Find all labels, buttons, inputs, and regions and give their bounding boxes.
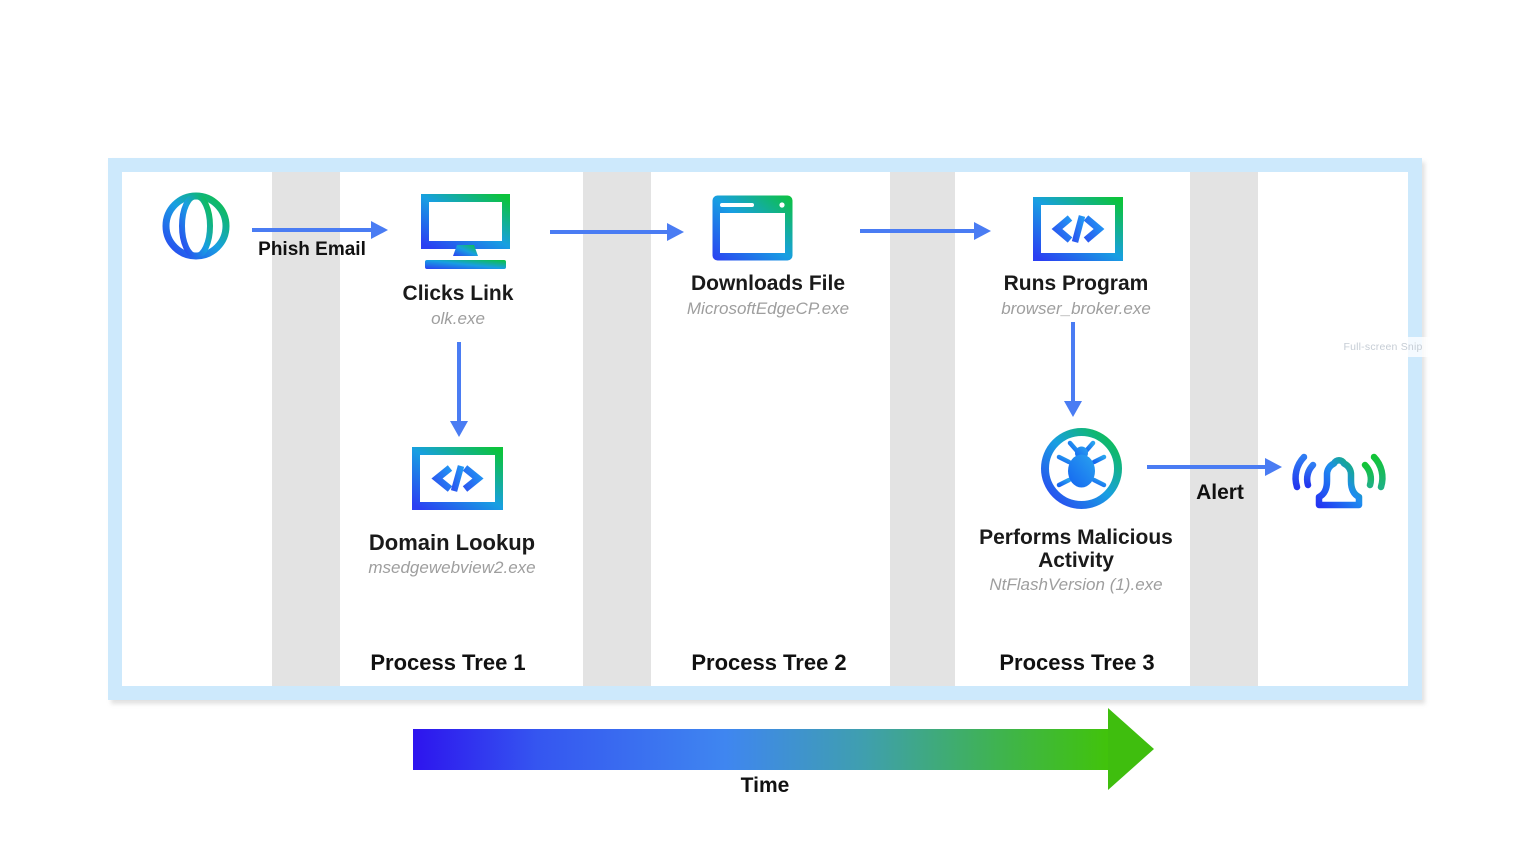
arrow-downloads-file <box>550 223 684 241</box>
code-window-icon <box>1033 197 1123 261</box>
fullscreen-snip-tooltip: Full-screen Snip <box>1317 337 1449 357</box>
desktop-monitor-icon <box>421 194 510 271</box>
node-process: olk.exe <box>431 308 485 328</box>
node-title: Runs Program <box>1003 272 1149 295</box>
arrow-runs-program <box>860 222 991 240</box>
alarm-bell-icon <box>1291 433 1387 519</box>
lane-label-process-tree-2: Process Tree 2 <box>691 650 847 675</box>
globe-icon <box>159 189 233 263</box>
lane-band <box>272 172 340 686</box>
browser-window-icon <box>712 195 793 261</box>
lane-label-process-tree-3: Process Tree 3 <box>999 650 1155 675</box>
arrow-phish-email <box>252 221 388 239</box>
node-process: NtFlashVersion (1).exe <box>989 575 1163 595</box>
node-title: Performs Malicious Activity <box>979 526 1173 572</box>
lane-band <box>1190 172 1258 686</box>
node-domain-lookup: Domain Lookup msedgewebview2.exe <box>342 531 562 578</box>
bug-circle-icon <box>1037 424 1126 513</box>
node-downloads-file: Downloads File MicrosoftEdgeCP.exe <box>658 272 878 319</box>
arrow-malicious-activity <box>1064 322 1082 417</box>
node-process: browser_broker.exe <box>1001 298 1151 318</box>
edge-label-phish-email: Phish Email <box>258 239 366 260</box>
lane-band <box>890 172 955 686</box>
code-window-icon <box>412 447 503 510</box>
timeline-arrow-head <box>1108 708 1154 790</box>
lane-label-process-tree-1: Process Tree 1 <box>370 650 526 675</box>
arrow-domain-lookup <box>450 342 468 437</box>
node-malicious-activity: Performs Malicious Activity NtFlashVersi… <box>966 526 1186 595</box>
edge-label-alert: Alert <box>1196 481 1244 504</box>
timeline-label: Time <box>740 774 790 797</box>
node-title: Domain Lookup <box>368 530 536 555</box>
node-clicks-link: Clicks Link olk.exe <box>368 282 548 329</box>
timeline-arrow-shaft <box>413 729 1108 770</box>
arrow-alert <box>1147 458 1282 476</box>
node-process: MicrosoftEdgeCP.exe <box>686 298 850 318</box>
node-title: Downloads File <box>690 272 845 295</box>
node-title: Clicks Link <box>402 282 514 305</box>
node-runs-program: Runs Program browser_broker.exe <box>966 272 1186 319</box>
lane-band <box>583 172 651 686</box>
node-process: msedgewebview2.exe <box>368 557 536 577</box>
